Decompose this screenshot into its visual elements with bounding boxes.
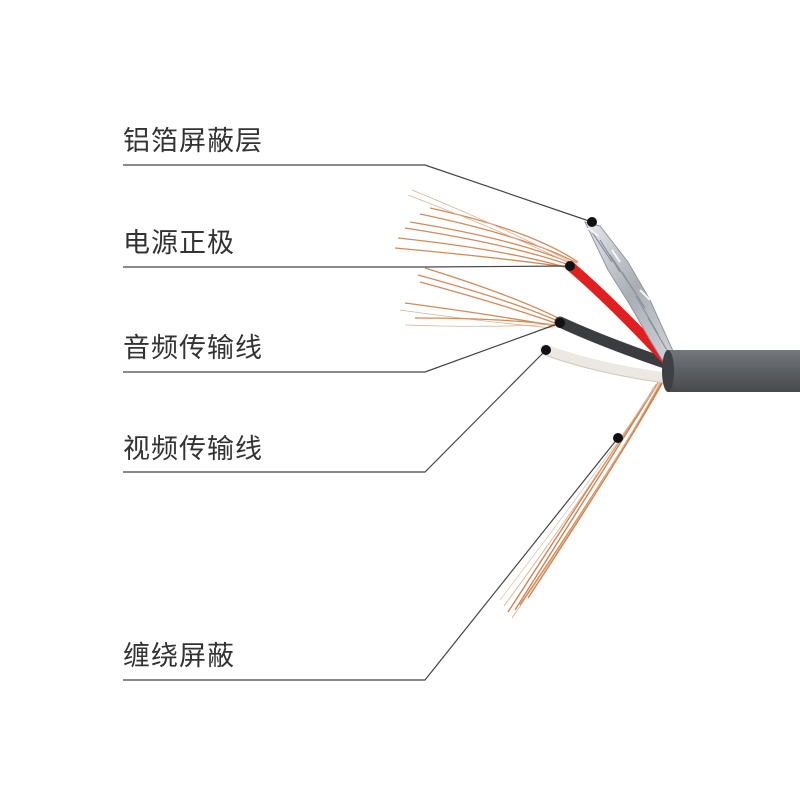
dot-video bbox=[541, 345, 551, 355]
dot-braid bbox=[613, 433, 623, 443]
label-braided-shield: 缠绕屏蔽 bbox=[123, 643, 235, 670]
label-power-positive: 电源正极 bbox=[123, 230, 235, 257]
dot-power bbox=[565, 261, 575, 271]
dot-foil bbox=[587, 217, 597, 227]
label-aluminum-foil-shield: 铝箔屏蔽层 bbox=[123, 128, 263, 155]
cable-jacket bbox=[662, 350, 800, 392]
label-video-line: 视频传输线 bbox=[123, 436, 263, 463]
leader-line-foil bbox=[123, 165, 592, 222]
copper-strands-top bbox=[395, 190, 578, 270]
copper-strands-middle bbox=[400, 268, 562, 328]
braided-shield-strands bbox=[500, 380, 664, 618]
label-audio-line: 音频传输线 bbox=[123, 335, 263, 362]
leader-line-power bbox=[123, 266, 570, 267]
dot-audio bbox=[555, 318, 565, 328]
